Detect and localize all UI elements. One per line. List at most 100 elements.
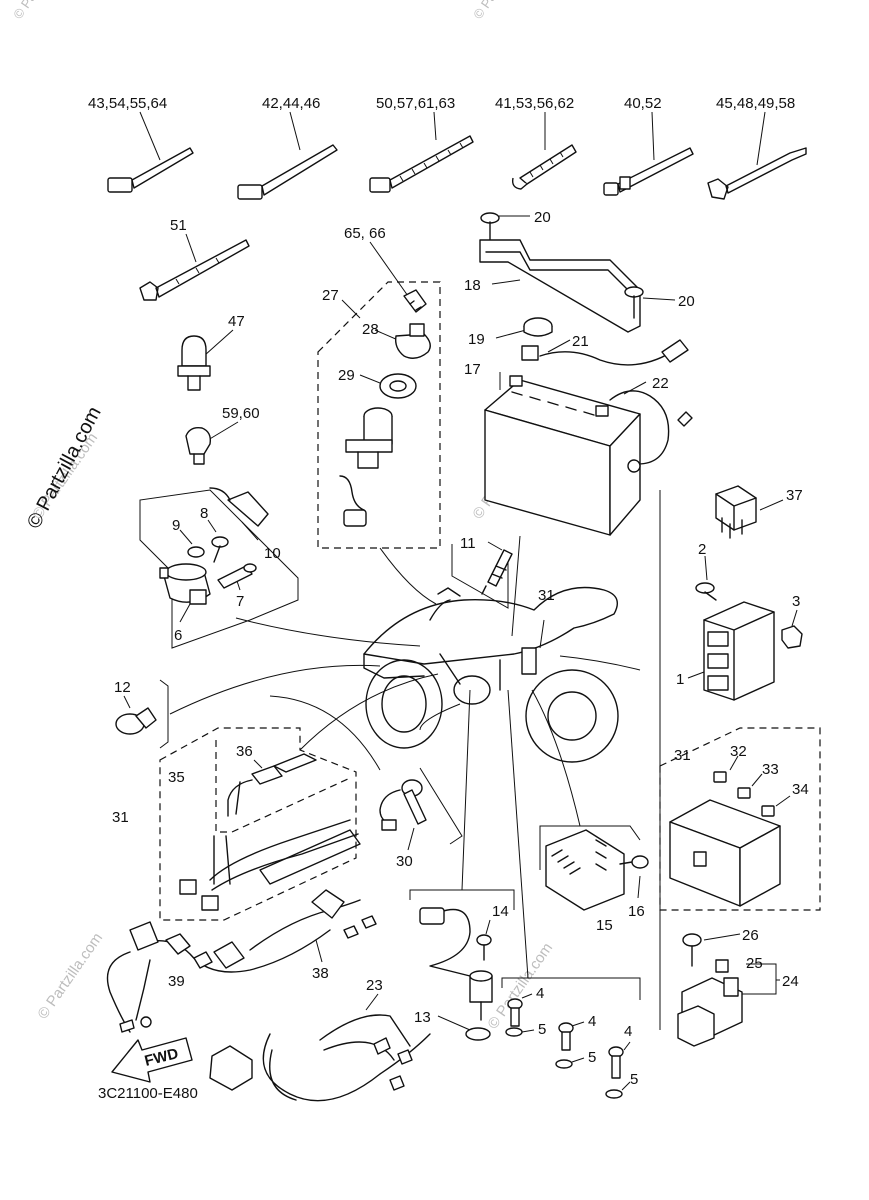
callout-43-54-55-64: 43,54,55,64 [88,95,167,112]
callout-50-57-61-63: 50,57,61,63 [376,95,455,112]
callout-9: 9 [172,517,180,534]
callout-7: 7 [236,593,244,610]
callout-30: 30 [396,853,413,870]
battery-band-18 [479,239,641,333]
fuse-box-31 [669,799,781,907]
leader-lines [169,535,641,979]
callout-31-left: 31 [112,809,129,826]
group-outline-30 [419,767,463,845]
bolt-16 [619,855,649,899]
callout-13: 13 [414,1009,431,1026]
callout-31-top: 31 [538,587,555,604]
bolt-20-right [624,286,676,319]
callout-1: 1 [676,671,684,688]
key-65-66 [369,241,427,313]
watermark-faint: © Partzilla.com [470,0,533,22]
callout-31-right: 31 [674,747,691,764]
callout-35: 35 [168,769,185,786]
group-outline-6-10 [139,489,299,649]
washer-9 [179,529,205,558]
watermark-faint: © Partzilla.com [484,940,556,1033]
callout-2: 2 [698,541,706,558]
callout-40-52: 40,52 [624,95,662,112]
clip-47 [177,329,234,391]
callout-27: 27 [322,287,339,304]
callout-59-60: 59,60 [222,405,260,422]
rectifier-15 [545,829,625,911]
bolt-4-b [558,1021,585,1051]
battery-lead-21 [521,339,689,366]
callout-41-53-56-62: 41,53,56,62 [495,95,574,112]
callout-4-c: 4 [624,1023,632,1040]
callout-12: 12 [114,679,131,696]
callout-37: 37 [786,487,803,504]
cap-19 [495,317,553,339]
sub-lead-35-36 [227,753,317,817]
callout-11: 11 [460,535,476,552]
callout-33: 33 [762,761,779,778]
connector-3 [781,609,803,649]
callout-21: 21 [572,333,589,350]
watermark-copyright: © Partzilla.com [23,403,106,532]
callout-8: 8 [200,505,208,522]
callout-22: 22 [652,375,669,392]
main-switch-27 [339,299,393,527]
callout-4-b: 4 [588,1013,596,1030]
clip-59-60 [185,421,239,465]
callout-24: 24 [782,973,799,990]
group-outline-12 [159,679,169,749]
wire-harness-39 [106,921,331,1033]
fuse-33 [737,773,763,799]
callout-38: 38 [312,965,329,982]
wire-lead-23 [209,993,431,1102]
bolt-8 [207,519,229,563]
cable-tie-43-54-55-64 [107,111,194,193]
callout-47: 47 [228,313,245,330]
group-outline-31-right [659,727,821,911]
relay-37 [715,485,784,539]
callout-32: 32 [730,743,747,760]
fwd-arrow: FWD [111,1037,193,1083]
cable-tie-42-44-46 [237,111,338,200]
callout-5-c: 5 [630,1071,638,1088]
nut-29 [359,373,417,399]
callout-29: 29 [338,367,355,384]
callout-42-44-46: 42,44,46 [262,95,320,112]
cable-tie-50-57-61-63 [369,111,474,193]
callout-6: 6 [174,627,182,644]
callout-5-a: 5 [538,1021,546,1038]
watermark-faint: © Partzilla.com [34,930,106,1023]
screw-2 [695,555,717,601]
callout-51: 51 [170,217,187,234]
bolt-14 [476,919,492,961]
bolt-4-a [507,993,533,1027]
callout-20-top: 20 [534,209,551,226]
callout-15: 15 [596,917,613,934]
cable-tie-51 [139,233,250,301]
nut-7 [217,563,257,591]
cable-tie-45-48-49-58 [707,111,807,200]
callout-23: 23 [366,977,383,994]
harness-31-left [179,819,361,911]
callout-5-b: 5 [588,1049,596,1066]
callout-65-66: 65, 66 [344,225,386,242]
plug-cap-10 [209,487,269,541]
atv-frame [363,586,619,763]
diagram-code: 3C21100-E480 [98,1085,198,1102]
callout-4-a: 4 [536,985,544,1002]
group-outline-11 [451,544,509,609]
callout-10: 10 [264,545,281,562]
group-outline-31-left [159,727,357,921]
thermo-switch-12 [115,695,157,735]
bolt-20-top [480,212,530,241]
group-outline-4-5 [501,977,641,1000]
callout-26: 26 [742,927,759,944]
group-outline-15-16 [539,825,641,870]
battery-lead-22 [609,381,693,473]
callout-25: 25 [746,955,763,972]
callout-28: 28 [362,321,379,338]
washer-5-a [505,1027,535,1037]
callout-labels: 43,54,55,64 42,44,46 50,57,61,63 41,53,5… [88,95,809,1088]
callout-16: 16 [628,903,645,920]
